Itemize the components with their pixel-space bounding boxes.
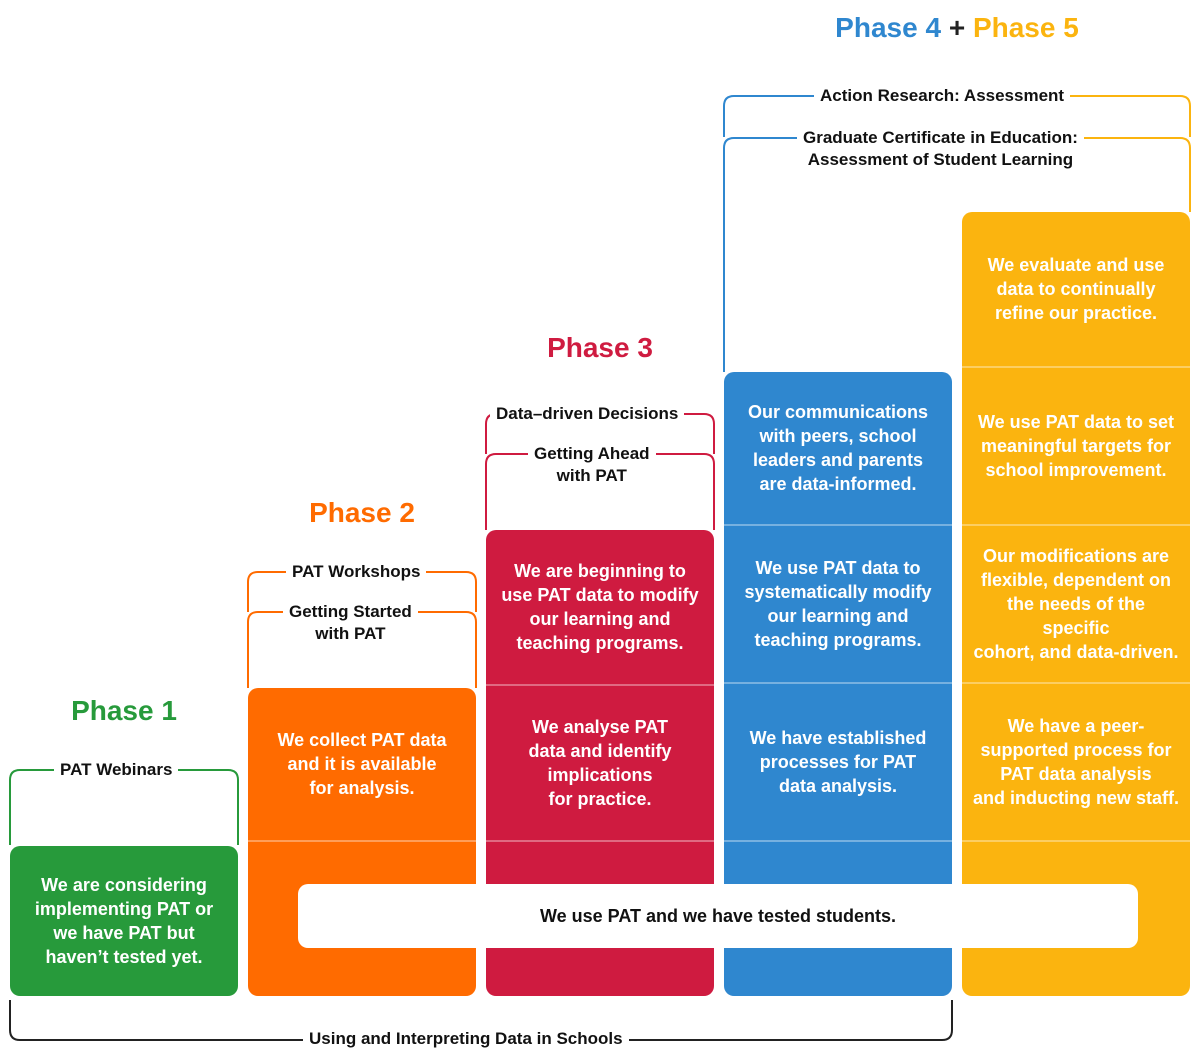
phase4-divider-3 — [724, 840, 952, 842]
phase5-divider-3 — [962, 682, 1190, 684]
getting-started-text: Getting Started with PAT — [289, 602, 412, 643]
phase5-divider-1 — [962, 366, 1190, 368]
phase1-bracket — [9, 769, 239, 845]
phase5-box-1-text: We have a peer- supported process for PA… — [973, 716, 1179, 808]
phase5-heading: Phase 5 — [972, 12, 1079, 43]
phase2-column: We collect PAT data and it is available … — [248, 688, 476, 996]
phase2-divider — [248, 840, 476, 842]
label-graduate-certificate: Graduate Certificate in Education: Asses… — [797, 127, 1084, 171]
phase5-divider-4 — [962, 840, 1190, 842]
phase5-divider-2 — [962, 524, 1190, 526]
getting-ahead-text: Getting Ahead with PAT — [534, 444, 650, 485]
label-pat-webinars: PAT Webinars — [54, 759, 179, 781]
phase1-column: We are considering implementing PAT or w… — [10, 846, 238, 996]
phase4-box-1: We have established processes for PAT da… — [724, 684, 952, 840]
label-action-research: Action Research: Assessment — [814, 85, 1071, 107]
phase5-box-3-text: We use PAT data to set meaningful target… — [977, 412, 1175, 480]
phase45-heading: Phase 4 + Phase 5 — [724, 12, 1190, 44]
label-getting-started: Getting Started with PAT — [283, 601, 418, 645]
label-getting-ahead: Getting Ahead with PAT — [528, 443, 656, 487]
phase4-box-1-text: We have established processes for PAT da… — [749, 728, 927, 796]
phase4-box-3-text: Our communications with peers, school le… — [747, 402, 929, 494]
phase2-box-1-text: We collect PAT data and it is available … — [277, 730, 447, 798]
phase5-box-2-text: Our modifications are flexible, dependen… — [973, 546, 1179, 662]
graduate-certificate-text: Graduate Certificate in Education: Asses… — [803, 128, 1078, 169]
phase4-divider-1 — [724, 524, 952, 526]
phase4-box-3: Our communications with peers, school le… — [724, 372, 952, 524]
phase3-divider-1 — [486, 684, 714, 686]
phase4-box-2: We use PAT data to systematically modify… — [724, 526, 952, 682]
phase5-box-2: Our modifications are flexible, dependen… — [962, 526, 1190, 682]
phase2-heading: Phase 2 — [309, 497, 415, 528]
phase4-divider-2 — [724, 682, 952, 684]
phase1-box-1-text: We are considering implementing PAT or w… — [34, 875, 214, 967]
plus-sign: + — [948, 12, 966, 43]
tested-students-text: We use PAT and we have tested students. — [539, 905, 897, 926]
phase5-box-1: We have a peer- supported process for PA… — [962, 684, 1190, 840]
phase1-heading: Phase 1 — [71, 695, 177, 726]
phase2-box-1: We collect PAT data and it is available … — [248, 688, 476, 840]
phase45-bracket-inner-right — [956, 137, 1191, 212]
label-data-driven-decisions: Data–driven Decisions — [490, 403, 685, 425]
phase5-box-4: We evaluate and use data to continually … — [962, 212, 1190, 366]
phase4-heading: Phase 4 — [835, 12, 942, 43]
phase4-box-2-text: We use PAT data to systematically modify… — [744, 558, 932, 650]
phase45-bracket-outer-left — [723, 95, 956, 137]
phase45-bracket-inner-left — [723, 137, 956, 372]
phase3-box-2-text: We are beginning to use PAT data to modi… — [501, 561, 699, 653]
phase3-box-1: We analyse PAT data and identify implica… — [486, 686, 714, 840]
phase5-box-4-text: We evaluate and use data to continually … — [987, 255, 1165, 323]
phase1-box-1: We are considering implementing PAT or w… — [10, 846, 238, 996]
phase3-box-1-text: We analyse PAT data and identify implica… — [528, 717, 672, 809]
phase5-column: We evaluate and use data to continually … — [962, 212, 1190, 996]
phase45-bracket-outer-right — [956, 95, 1191, 137]
label-pat-workshops: PAT Workshops — [286, 561, 427, 583]
phase3-box-2: We are beginning to use PAT data to modi… — [486, 530, 714, 684]
phase3-divider-2 — [486, 840, 714, 842]
label-using-interpreting: Using and Interpreting Data in Schools — [303, 1028, 629, 1050]
phase3-heading: Phase 3 — [547, 332, 653, 363]
phase5-box-3: We use PAT data to set meaningful target… — [962, 368, 1190, 524]
tested-students-banner: We use PAT and we have tested students. — [298, 884, 1138, 948]
